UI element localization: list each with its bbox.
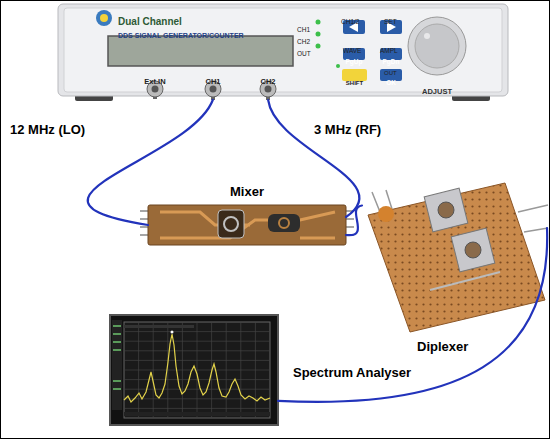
panel-label: OUT (297, 50, 311, 57)
panel-label-holder: OUT (384, 61, 397, 79)
signal-label: 3 MHz (RF) (314, 122, 381, 137)
signal-label-holder: 3 MHz (RF) (312, 120, 383, 138)
panel-label: PgDn (383, 58, 400, 65)
diplexer-board: Diplexer (362, 183, 547, 333)
spectrum-analyser: Spectrum Analyser (110, 315, 278, 425)
coax-cable (278, 228, 547, 402)
part-title: Mixer (230, 184, 264, 199)
panel-label: ADJUST (422, 87, 452, 96)
part-title-holder: Diplexer (417, 337, 468, 355)
panel-label: SET (384, 18, 397, 25)
panel-label-holder: SHIFT (342, 71, 367, 89)
panel-label-holder: OK (380, 71, 402, 89)
panel-label: Ext.IN (144, 77, 165, 86)
panel-label: CH1 (205, 77, 220, 86)
panel-label-holder: Ext.IN (133, 70, 177, 88)
part-title: Spectrum Analyser (293, 365, 411, 380)
panel-label: CH2 (297, 38, 310, 45)
panel-label: CH1 (297, 26, 310, 33)
coax-cable (268, 100, 359, 217)
mixer-board: Mixer (148, 205, 346, 245)
panel-label: OK (386, 79, 396, 86)
panel-label: WAVE (343, 47, 361, 54)
panel-label-holder: ADJUST (407, 80, 467, 98)
panel-label: PgUp (346, 58, 363, 65)
panel-label: SHIFT (346, 80, 363, 86)
signal-label-holder: 12 MHz (LO) (8, 120, 87, 138)
model-text-holder: DDS SIGNAL GENERATOR/COUNTER (118, 24, 244, 42)
part-title-holder: Mixer (148, 182, 346, 200)
panel-label-holder: PgDn (380, 50, 402, 68)
panel-label: CH2 (260, 77, 275, 86)
panel-label: AMPL (380, 47, 398, 54)
part-title: Diplexer (417, 339, 468, 354)
panel-label: OUT (384, 70, 397, 76)
part-title-holder: Spectrum Analyser (293, 363, 411, 381)
panel-label-holder: PgUp (343, 50, 365, 68)
panel-label-holder: CH1/2 (341, 10, 359, 28)
panel-label-holder: CH1 (297, 18, 310, 36)
coax-cable (88, 100, 213, 225)
panel-label-holder: CH2 (250, 70, 286, 88)
panel-label-holder: AMPL (380, 39, 398, 57)
brand-text-holder: Dual Channel (118, 11, 182, 29)
coax-cable (346, 206, 362, 236)
signal-label: 12 MHz (LO) (10, 122, 85, 137)
signal-generator: Dual ChannelDDS SIGNAL GENERATOR/COUNTER (58, 4, 508, 100)
panel-label-holder: CH2 (297, 30, 310, 48)
model-text: DDS SIGNAL GENERATOR/COUNTER (118, 32, 244, 39)
panel-label-holder: CH1 (195, 70, 231, 88)
brand-text: Dual Channel (118, 16, 182, 27)
panel-label-holder: OUT (297, 42, 311, 60)
panel-label-holder: SET (384, 10, 397, 28)
panel-label: CH1/2 (341, 18, 359, 25)
panel-label-holder: WAVE (343, 39, 361, 57)
